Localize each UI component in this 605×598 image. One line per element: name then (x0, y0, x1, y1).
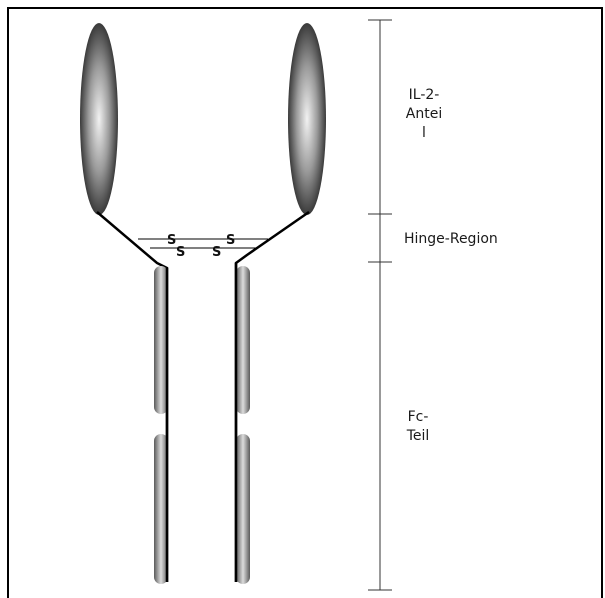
sulfur-label-lower-right: S (212, 245, 221, 260)
fc-label-line2: Teil (398, 427, 438, 446)
il2-domain-left (80, 23, 118, 215)
hinge-region-label: Hinge-Region (404, 230, 534, 249)
il2-region-label: IL-2- Antei l (396, 86, 452, 143)
fc-label-line1: Fc- (398, 408, 438, 427)
fc-region-label: Fc- Teil (398, 408, 438, 446)
fc-domain-right-upper (236, 266, 250, 414)
sulfur-label-upper-left: S (167, 233, 176, 248)
il2-label-line1: IL-2- (396, 86, 452, 105)
il2-label-line2: Antei (396, 105, 452, 124)
il2-label-line3: l (396, 124, 452, 143)
fc-domain-right-lower (236, 434, 250, 584)
region-bracket (368, 20, 392, 590)
sulfur-label-lower-left: S (176, 245, 185, 260)
il2-domain-right (288, 23, 326, 215)
sulfur-label-upper-right: S (226, 233, 235, 248)
